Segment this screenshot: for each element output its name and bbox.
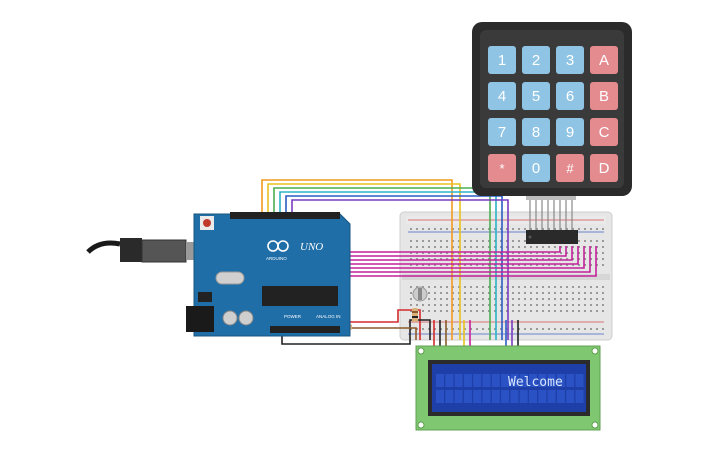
- keypad-key-7[interactable]: 7: [488, 118, 516, 146]
- keypad-key-label: #: [566, 161, 574, 176]
- keypad-key-#[interactable]: #: [556, 154, 584, 182]
- keypad-key-label: 9: [566, 124, 574, 141]
- wire-brown-analog: [340, 327, 417, 340]
- ic-chip[interactable]: [526, 230, 578, 244]
- resistor[interactable]: [412, 308, 418, 322]
- wire-yellow-keypad: [267, 183, 461, 340]
- lcd-character-grid: [436, 374, 584, 403]
- keypad-key-label: 2: [532, 52, 540, 69]
- arduino-analog-label: ANALOG IN: [316, 314, 341, 319]
- usb-cable: [86, 238, 196, 263]
- keypad-key-label: 8: [532, 124, 540, 141]
- arduino-uno-label: UNO: [300, 241, 323, 253]
- arduino-board[interactable]: UNO ARDUINO POWER ANALOG IN: [186, 212, 351, 337]
- arduino-brand-label: ARDUINO: [266, 256, 287, 261]
- breadboard-holes: [410, 228, 604, 330]
- wire-purple-keypad: [291, 199, 509, 340]
- lcd-text: Welcome: [508, 375, 563, 390]
- keypad-key-label: A: [599, 52, 609, 69]
- keypad-key-label: D: [599, 160, 610, 177]
- keypad-key-3[interactable]: 3: [556, 46, 584, 74]
- keypad-key-label: 5: [532, 88, 540, 105]
- keypad-key-0[interactable]: 0: [522, 154, 550, 182]
- potentiometer[interactable]: [412, 286, 428, 302]
- keypad-key-label: C: [599, 124, 610, 141]
- keypad-key-5[interactable]: 5: [522, 82, 550, 110]
- wire-black-gnd: [281, 319, 431, 345]
- keypad-key-label: 1: [498, 52, 506, 69]
- keypad-key-2[interactable]: 2: [522, 46, 550, 74]
- keypad-key-label: *: [499, 161, 504, 176]
- keypad-key-label: 0: [532, 160, 540, 177]
- lcd-display[interactable]: Welcome: [415, 345, 601, 431]
- keypad-key-9[interactable]: 9: [556, 118, 584, 146]
- keypad-key-1[interactable]: 1: [488, 46, 516, 74]
- keypad-key-D[interactable]: D: [590, 154, 618, 182]
- keypad-key-8[interactable]: 8: [522, 118, 550, 146]
- keypad-key-6[interactable]: 6: [556, 82, 584, 110]
- keypad-key-A[interactable]: A: [590, 46, 618, 74]
- keypad-key-*[interactable]: *: [488, 154, 516, 182]
- keypad-keys: 1 2 3 A 4 5 6 B 7 8 9 C * 0 # D: [488, 46, 618, 182]
- arduino-power-label: POWER: [284, 314, 302, 319]
- arduino-logo-icon: [267, 240, 289, 252]
- keypad-key-label: 4: [498, 88, 506, 105]
- wire-cyan-keypad: [279, 191, 497, 340]
- keypad-key-C[interactable]: C: [590, 118, 618, 146]
- keypad-key-label: B: [599, 88, 609, 105]
- keypad-key-label: 3: [566, 52, 574, 69]
- keypad-key-label: 6: [566, 88, 574, 105]
- keypad-key-label: 7: [498, 124, 506, 141]
- keypad[interactable]: 1 2 3 A 4 5 6 B 7 8 9 C * 0 # D: [472, 22, 632, 200]
- keypad-key-B[interactable]: B: [590, 82, 618, 110]
- keypad-key-4[interactable]: 4: [488, 82, 516, 110]
